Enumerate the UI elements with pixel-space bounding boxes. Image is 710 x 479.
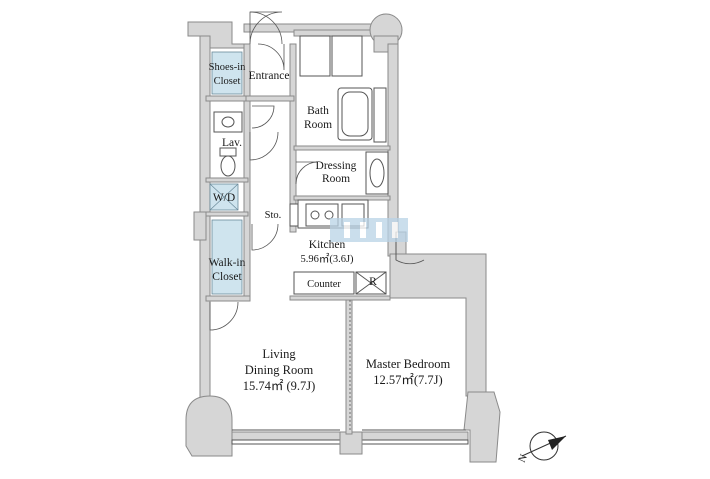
wd-label: W/D [213, 192, 235, 204]
sto-label: Sto. [265, 210, 282, 221]
living-area-label: 15.74㎡ (9.7J) [243, 379, 316, 393]
interior-walls [205, 43, 391, 435]
shoes-in-closet-label-2: Closet [214, 76, 241, 87]
bathtub-icon [337, 87, 373, 141]
compass-label: N [517, 453, 530, 465]
closets [209, 51, 243, 295]
walk-in-closet-area [211, 219, 243, 295]
dressing-room-label-2: Room [322, 173, 350, 185]
counter-box [293, 271, 355, 295]
bath-room-label-2: Room [304, 119, 332, 131]
refrigerator-label: R [369, 276, 377, 288]
compass-icon: N [517, 431, 567, 465]
walk-in-closet-label-1: Walk-in [209, 257, 246, 269]
room-labels: Shoes-in Closet Entrance Bath Room Lav. … [209, 62, 451, 393]
walk-in-closet-label-2: Closet [212, 271, 242, 283]
door-swings [209, 11, 425, 432]
dressing-room-label-1: Dressing [316, 160, 357, 172]
entrance-label: Entrance [249, 70, 290, 82]
outer-walls [185, 13, 501, 463]
master-bedroom-label: Master Bedroom [366, 357, 451, 371]
master-bedroom-area-label: 12.57㎡(7.7J) [373, 373, 442, 387]
kitchen-label: Kitchen [309, 239, 346, 251]
counter-label: Counter [307, 279, 341, 290]
kitchen-area-label: 5.96㎡(3.6J) [300, 253, 354, 265]
living-label-2: Dining Room [245, 363, 314, 377]
shoes-in-closet-label-1: Shoes-in [209, 62, 247, 73]
watermark-logo [330, 218, 408, 242]
sink-icon [369, 158, 385, 188]
shoes-in-closet-area [211, 51, 243, 95]
living-label-1: Living [262, 347, 296, 361]
toilet-icon [220, 155, 236, 177]
fixtures [213, 35, 466, 431]
lav-sink-icon [221, 116, 235, 128]
bath-room-label-1: Bath [307, 105, 329, 117]
lav-label: Lav. [222, 137, 242, 149]
